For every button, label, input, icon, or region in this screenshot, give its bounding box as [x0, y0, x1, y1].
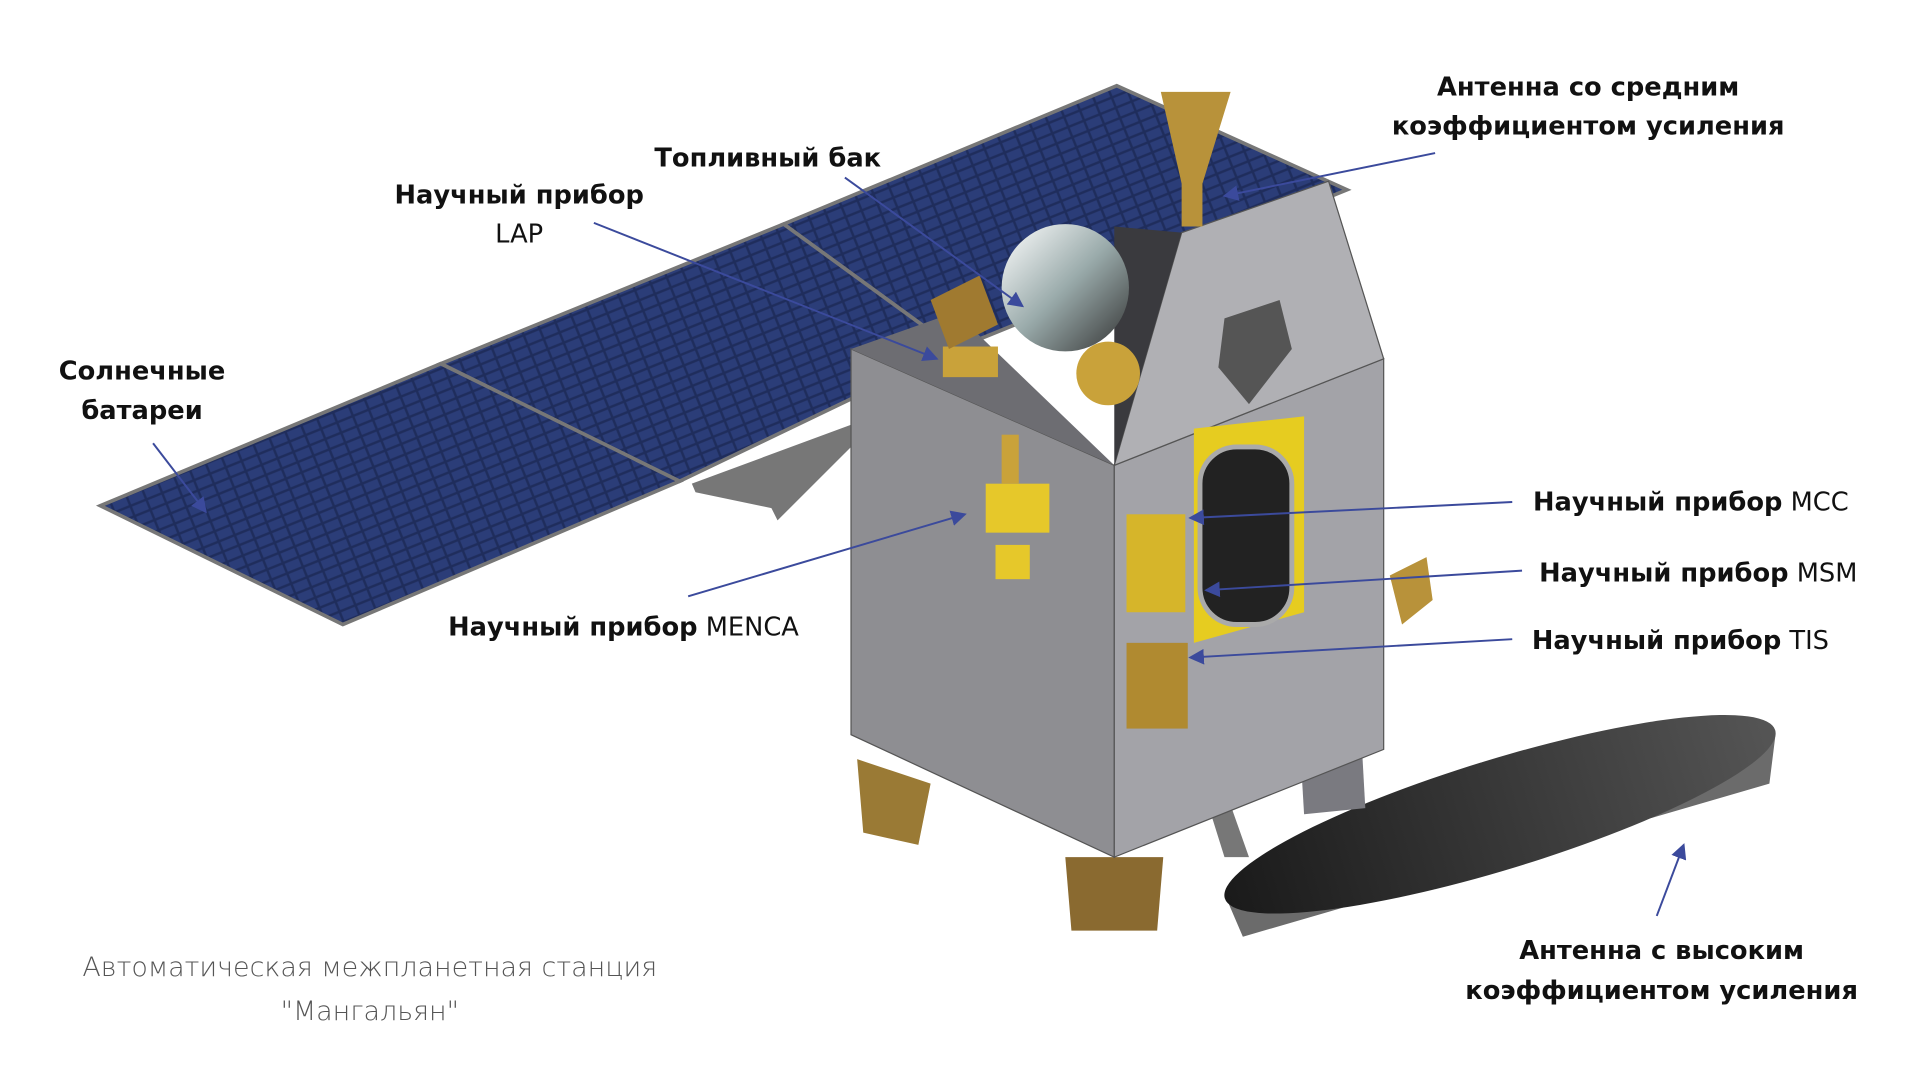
label-lap: Научный прибор LAP	[394, 180, 643, 249]
caption-line: Автоматическая межпланетная станция	[82, 952, 657, 983]
arrow-high-gain	[1655, 843, 1687, 917]
fuel-tank	[1001, 224, 1129, 352]
label-fuel-tank: Топливный бак	[654, 144, 881, 174]
menca-instrument	[985, 483, 1050, 533]
label-menca: Научный прибор MENCA	[448, 613, 799, 643]
label-line: LAP	[495, 219, 543, 249]
caption-line: "Мангальян"	[281, 996, 459, 1027]
panel-boom	[691, 422, 864, 521]
label-mcc: Научный прибор MCC	[1533, 488, 1849, 518]
solar-panel-1	[95, 361, 684, 627]
label-line: Научный прибор	[394, 180, 643, 210]
label-line: коэффициентом усиления	[1392, 112, 1785, 142]
arrow-lap	[593, 221, 939, 362]
label-high-gain-antenna: Антенна с высоким коэффициентом усиления	[1465, 936, 1858, 1006]
arrow-medium-gain	[1222, 152, 1436, 201]
label-solar-panels: Солнечные батареи	[59, 357, 226, 426]
label-bold: Научный прибор	[1539, 559, 1788, 589]
label-name: MCC	[1791, 488, 1849, 518]
gold-disc	[1076, 341, 1140, 406]
label-line: коэффициентом усиления	[1465, 976, 1858, 1006]
msm-tank	[1197, 444, 1295, 627]
label-line: Антенна со средним	[1437, 73, 1739, 103]
label-bold: Научный прибор	[1533, 488, 1782, 518]
arrow-msm	[1204, 569, 1523, 598]
callout-arrows	[152, 152, 1687, 917]
label-medium-gain-antenna: Антенна со средним коэффициентом усилени…	[1392, 73, 1785, 142]
label-name: MENCA	[706, 613, 800, 643]
medium-gain-antenna-horn	[1160, 91, 1231, 227]
label-line: Антенна с высоким	[1519, 936, 1804, 966]
label-msm: Научный прибор MSM	[1539, 559, 1857, 589]
mcc-instrument	[1126, 514, 1186, 613]
tis-instrument	[1126, 642, 1188, 729]
arrow-tis	[1188, 638, 1513, 665]
label-name: MSM	[1797, 559, 1858, 589]
lap-instrument	[942, 346, 998, 378]
arrow-mcc	[1188, 501, 1513, 526]
label-line: Солнечные	[59, 357, 226, 387]
arrow-solar	[152, 442, 207, 514]
caption: Автоматическая межпланетная станция "Ман…	[82, 952, 657, 1027]
label-line: батареи	[81, 396, 202, 426]
arrow-menca	[687, 510, 967, 598]
arrow-fuel-tank	[844, 176, 1025, 308]
label-bold: Научный прибор	[1532, 626, 1781, 656]
label-tis: Научный прибор TIS	[1532, 626, 1829, 656]
label-name: TIS	[1788, 626, 1829, 656]
spacecraft-body	[850, 91, 1433, 859]
label-bold: Научный прибор	[448, 613, 697, 643]
